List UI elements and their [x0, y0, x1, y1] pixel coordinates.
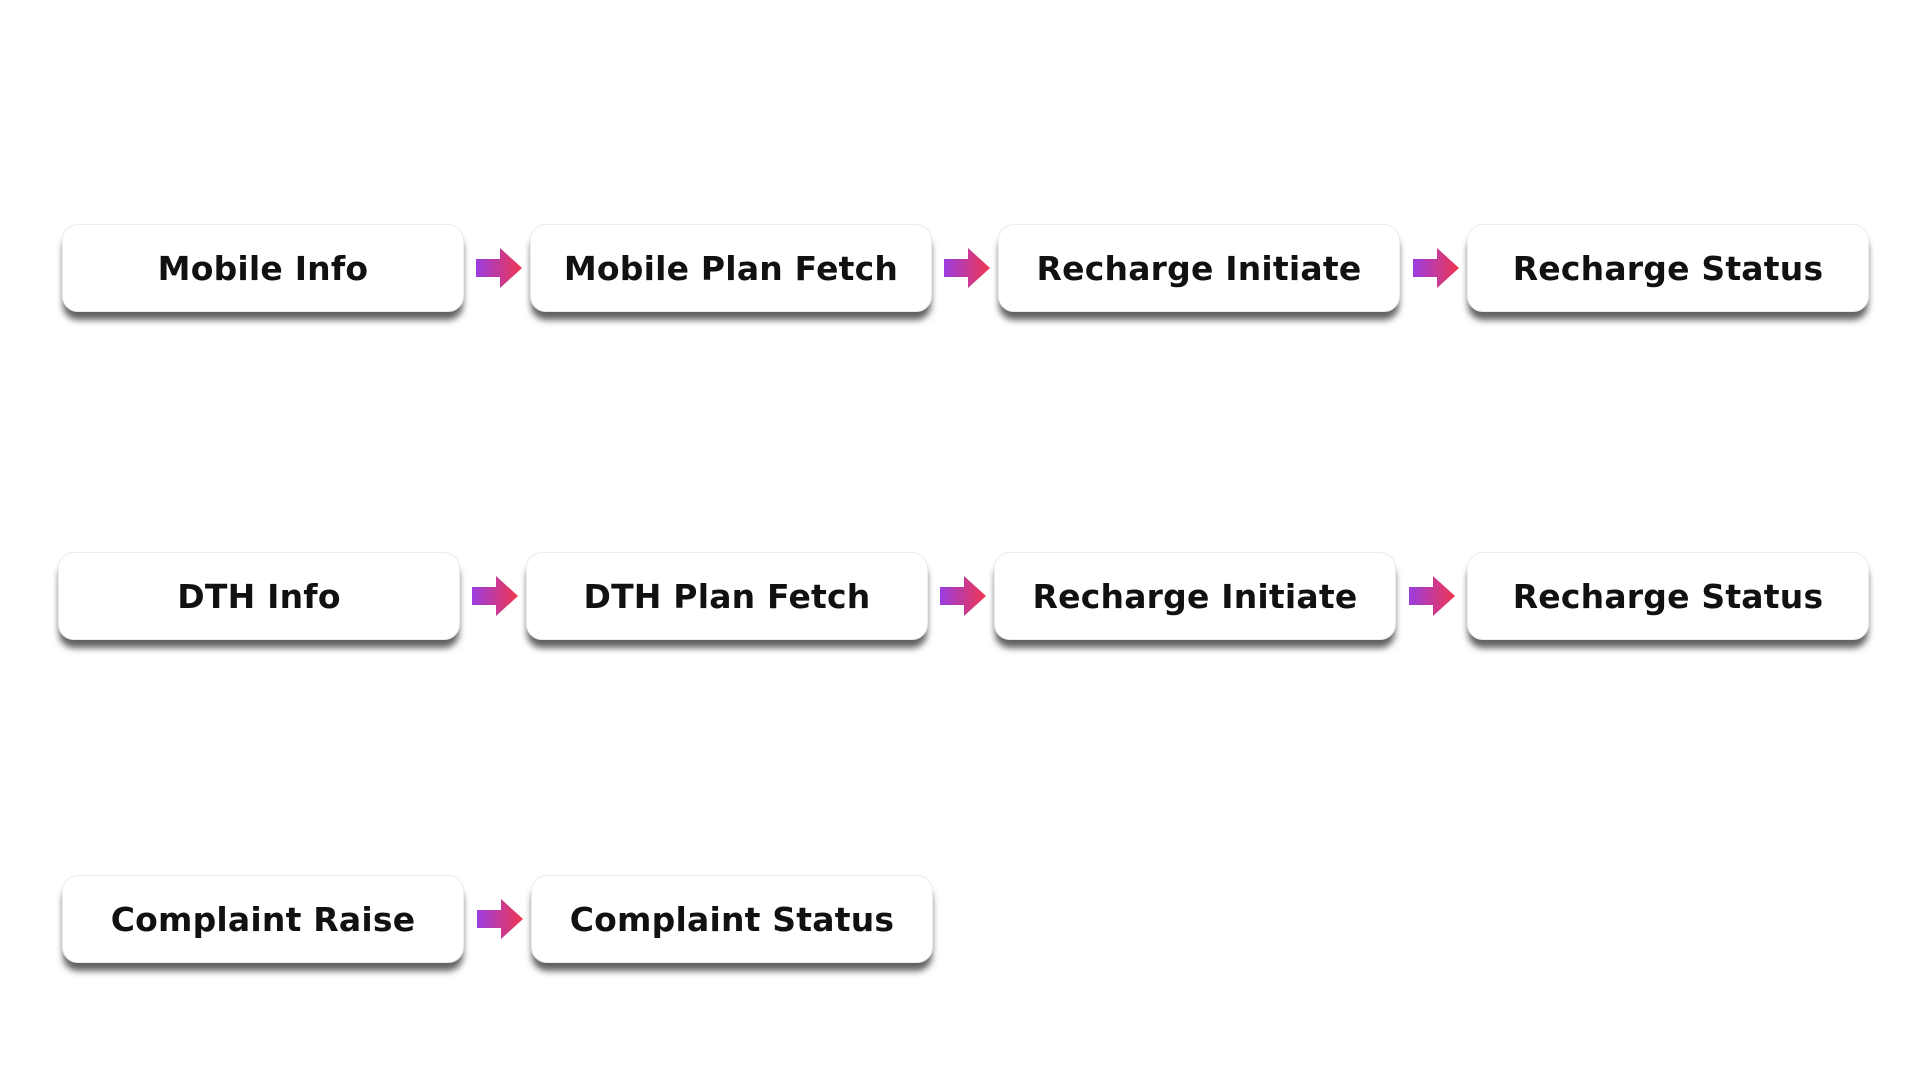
right-arrow-icon [477, 899, 523, 939]
step-label: Complaint Status [569, 899, 895, 939]
right-arrow-icon [944, 248, 990, 288]
step-recharge-initiate[interactable]: Recharge Initiate [994, 552, 1396, 640]
step-label: Mobile Plan Fetch [563, 248, 899, 288]
step-dth-plan-fetch[interactable]: DTH Plan Fetch [526, 552, 928, 640]
step-recharge-initiate[interactable]: Recharge Initiate [998, 224, 1400, 312]
right-arrow-icon [1409, 576, 1455, 616]
step-label: DTH Info [177, 576, 341, 616]
step-mobile-plan-fetch[interactable]: Mobile Plan Fetch [530, 224, 932, 312]
step-complaint-status[interactable]: Complaint Status [531, 875, 933, 963]
step-label: Recharge Initiate [1036, 248, 1362, 288]
step-label: Complaint Raise [110, 899, 416, 939]
complaint-flow: Complaint Raise Complaint Status [0, 875, 1920, 975]
step-recharge-status[interactable]: Recharge Status [1467, 224, 1869, 312]
step-complaint-raise[interactable]: Complaint Raise [62, 875, 464, 963]
step-label: DTH Plan Fetch [583, 576, 871, 616]
right-arrow-icon [476, 248, 522, 288]
step-dth-info[interactable]: DTH Info [58, 552, 460, 640]
step-recharge-status[interactable]: Recharge Status [1467, 552, 1869, 640]
step-label: Recharge Status [1512, 248, 1824, 288]
step-label: Recharge Initiate [1032, 576, 1358, 616]
mobile-recharge-flow: Mobile Info Mobile Plan Fetch Recharge I… [0, 224, 1920, 324]
right-arrow-icon [472, 576, 518, 616]
step-label: Recharge Status [1512, 576, 1824, 616]
dth-recharge-flow: DTH Info DTH Plan Fetch Recharge Initiat… [0, 552, 1920, 652]
right-arrow-icon [1413, 248, 1459, 288]
right-arrow-icon [940, 576, 986, 616]
step-label: Mobile Info [157, 248, 369, 288]
step-mobile-info[interactable]: Mobile Info [62, 224, 464, 312]
